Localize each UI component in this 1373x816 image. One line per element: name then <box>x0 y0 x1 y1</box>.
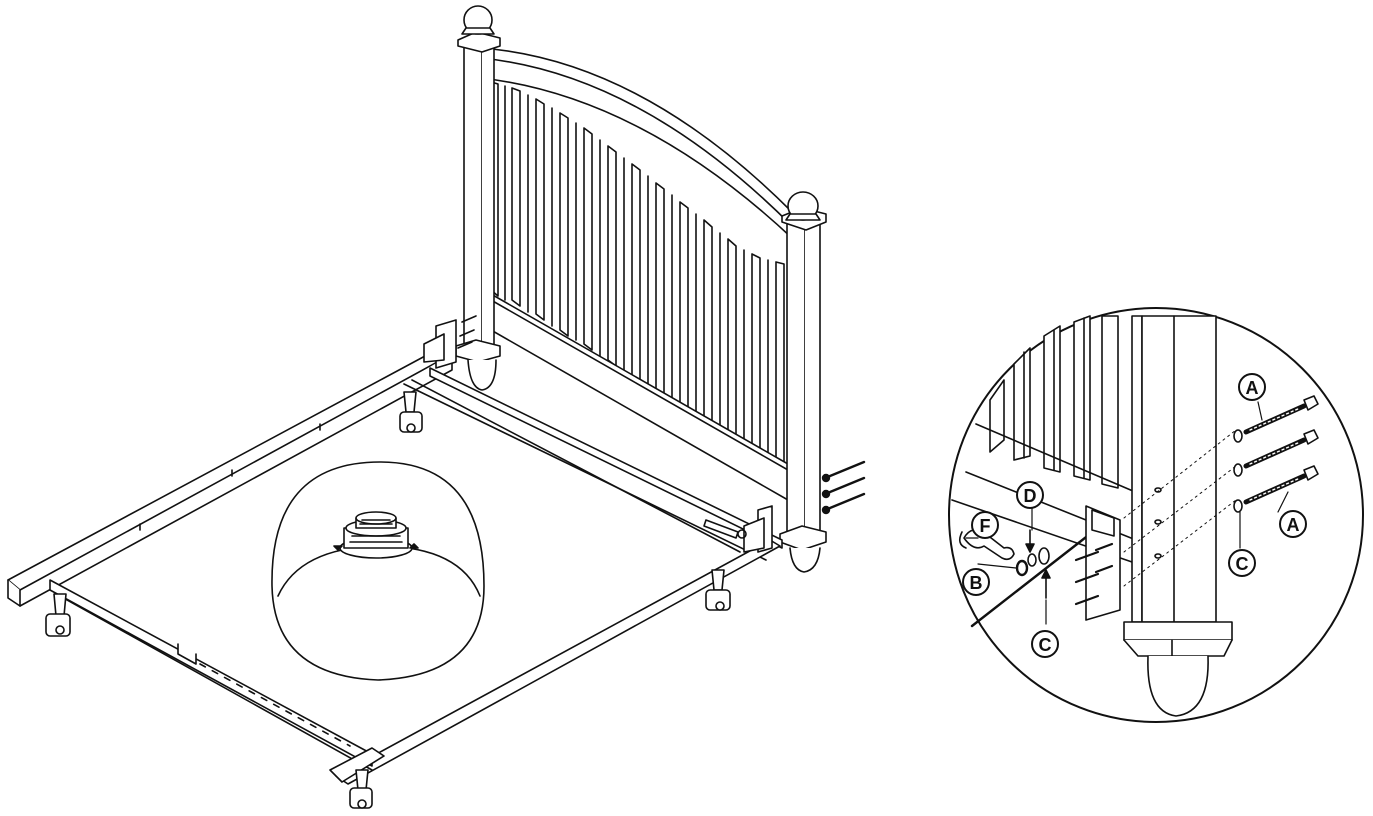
foot-cross-rail <box>49 579 373 767</box>
detail-nut-washer-stack <box>1015 547 1050 577</box>
callout-label-a-bottom: A <box>1287 515 1300 535</box>
callout-texts: A A C B C D F <box>970 378 1300 655</box>
caster-front-left <box>45 593 71 637</box>
wrench-tool <box>703 519 747 539</box>
bolt-detail-circle: A A C B C D F <box>948 307 1364 723</box>
rotate-arrow-right <box>409 543 419 549</box>
head-cross-rail <box>429 367 783 549</box>
callout-label-a-top: A <box>1246 378 1259 398</box>
detail-bracket <box>1085 505 1121 621</box>
center-support-rail <box>411 379 741 553</box>
left-post-foot <box>467 359 497 391</box>
callout-label-f: F <box>980 516 991 536</box>
callout-label-d: D <box>1024 486 1037 506</box>
detail-alignment-lines <box>1123 429 1237 587</box>
caster-right-middle <box>705 569 731 611</box>
center-support-detail-bubble <box>271 461 485 681</box>
right-post <box>779 191 827 573</box>
caster-back-left <box>399 391 423 433</box>
callout-label-c-right: C <box>1236 554 1249 574</box>
nut-b <box>1015 559 1029 577</box>
right-post-foot <box>789 547 821 573</box>
left-post <box>455 5 501 391</box>
washer-c <box>1038 547 1050 565</box>
callout-label-b: B <box>970 573 983 593</box>
callout-leaders <box>965 401 1289 625</box>
detail-post-foot <box>1147 655 1209 717</box>
bed-frame <box>7 319 783 785</box>
headboard-slats <box>490 81 785 477</box>
detail-slats <box>989 315 1119 489</box>
headboard <box>455 5 827 573</box>
callout-circles <box>962 373 1307 658</box>
detail-holes <box>1154 487 1162 559</box>
center-support-foot <box>339 511 413 559</box>
hardware-bolts-left <box>457 315 477 349</box>
detail-arrows <box>1025 529 1051 599</box>
detail-bolts-a <box>1233 395 1319 513</box>
casters <box>45 391 731 809</box>
callout-label-c-left: C <box>1039 635 1052 655</box>
lock-washer-d <box>1027 553 1037 567</box>
rotate-arrow-left <box>333 545 343 551</box>
hardware-bolts-right <box>821 460 866 515</box>
detail-post <box>1123 315 1233 717</box>
caster-front-right <box>349 769 373 809</box>
